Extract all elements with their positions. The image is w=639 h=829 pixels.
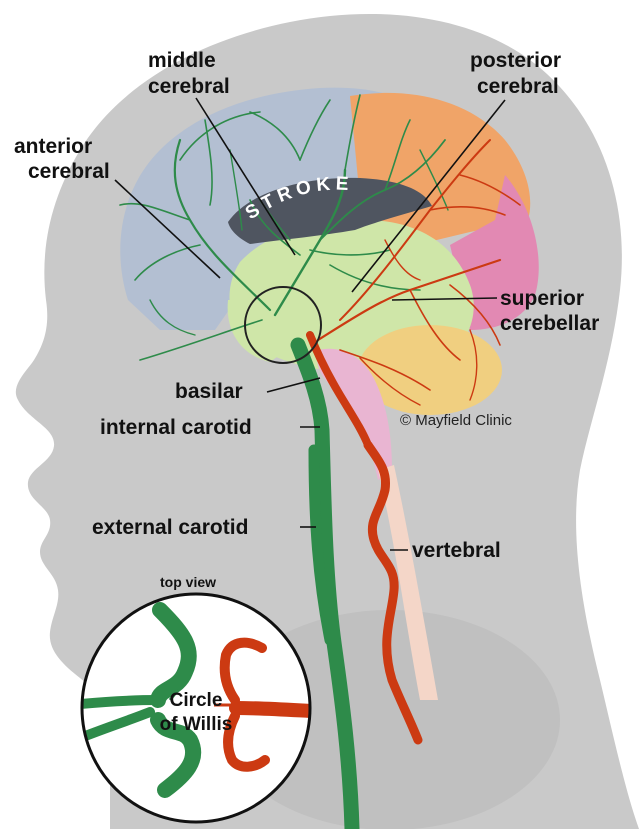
- label-middle-cerebral-line2: cerebral: [148, 75, 230, 98]
- label-posterior-cerebral-line1: posterior: [470, 49, 561, 72]
- copyright-text: © Mayfield Clinic: [400, 412, 512, 429]
- label-basilar: basilar: [175, 380, 243, 403]
- label-vertebral: vertebral: [412, 539, 501, 562]
- label-anterior-cerebral-line2: cerebral: [28, 160, 110, 183]
- label-posterior-cerebral-line2: cerebral: [477, 75, 559, 98]
- label-superior-cerebellar-line2: cerebellar: [500, 312, 599, 335]
- label-anterior-cerebral-line1: anterior: [14, 135, 92, 158]
- inset-caption-line1: Circle: [170, 690, 223, 711]
- label-middle-cerebral-line1: middle: [148, 49, 216, 72]
- inset-caption-line2: of Willis: [160, 714, 233, 735]
- inset-title: top view: [160, 574, 216, 590]
- label-superior-cerebellar-line1: superior: [500, 287, 584, 310]
- label-internal-carotid: internal carotid: [100, 416, 252, 439]
- label-external-carotid: external carotid: [92, 516, 248, 539]
